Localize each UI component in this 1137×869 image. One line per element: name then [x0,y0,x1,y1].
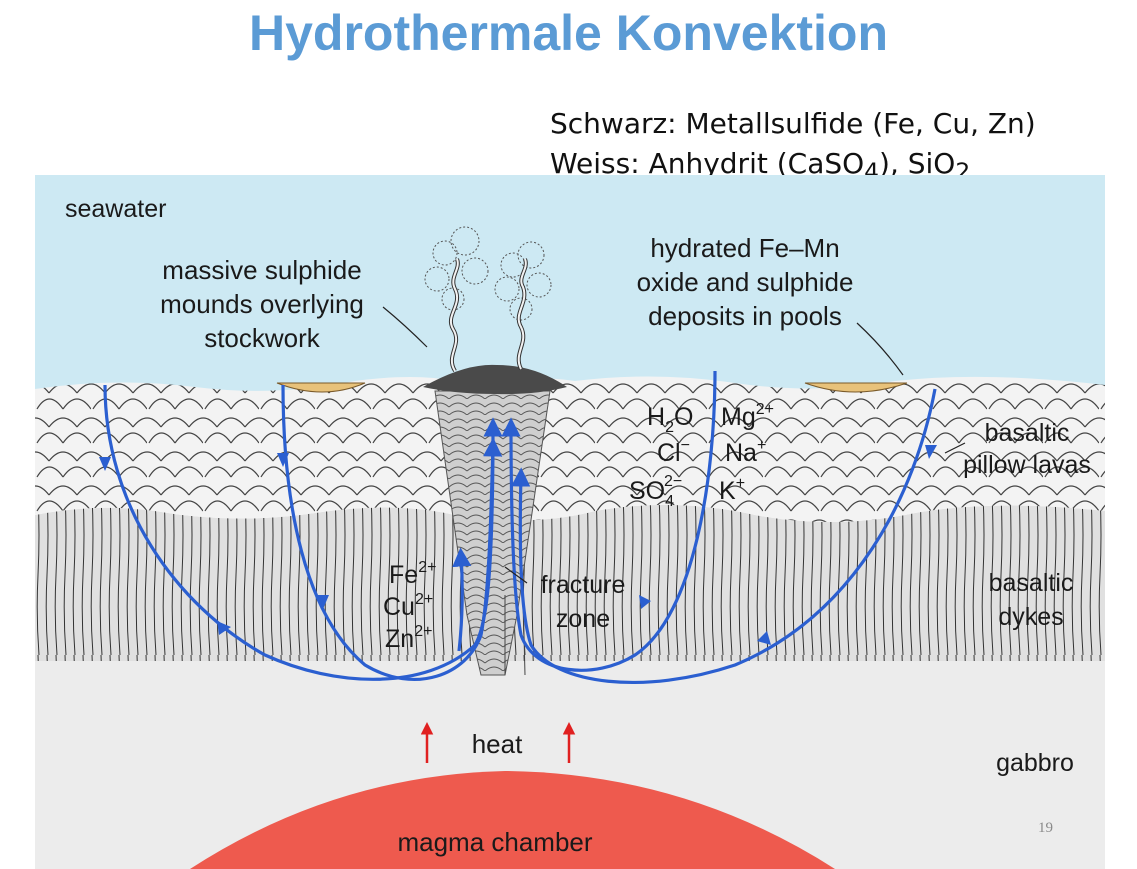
svg-text:Na+: Na+ [725,437,766,467]
svg-text:oxide and sulphide: oxide and sulphide [637,267,854,297]
legend-white-prefix: Weiss: [550,147,649,180]
legend-white-line: Weiss: Anhydrit (CaSO4), SiO2 [550,144,1120,192]
svg-text:hydrated Fe–Mn: hydrated Fe–Mn [650,233,839,263]
pillow-lavas-label: basaltic pillow lavas [963,419,1091,479]
legend-black-prefix: Schwarz: [550,107,686,140]
svg-text:basaltic: basaltic [985,419,1070,447]
deposit-pool-right [804,382,908,393]
legend-black-text: Metallsulfide (Fe, Cu, Zn) [685,107,1036,140]
svg-text:mounds overlying: mounds overlying [160,289,364,319]
seawater-ions-label: H2O Mg2+ Cl− Na+ SO42− K+ [629,401,774,510]
svg-text:stockwork: stockwork [204,323,321,353]
fracture-zone-label: fracture zone [541,571,626,633]
page-number: 19 [1038,820,1053,836]
svg-text:pillow lavas: pillow lavas [963,451,1091,479]
sulphide-mound [423,364,567,395]
seawater-label: seawater [65,195,166,223]
smoker-plumes [424,226,552,321]
magma-chamber [190,771,835,869]
svg-text:basaltic: basaltic [989,569,1074,597]
slide-title: Hydrothermale Konvektion [248,5,888,61]
svg-text:Fe2+: Fe2+ [389,559,436,589]
deposit-pool-left [276,382,366,393]
heat-arrows [420,722,576,763]
dykes-label: basaltic dykes [989,569,1074,631]
svg-text:K+: K+ [719,475,745,505]
metal-ions-label: Fe2+ Cu2+ Zn2+ [383,559,436,653]
sulphide-mounds-label: massive sulphide mounds overlying stockw… [160,255,364,353]
svg-text:Zn2+: Zn2+ [385,623,432,653]
svg-text:H2O: H2O [647,403,693,436]
fe-mn-deposits-label: hydrated Fe–Mn oxide and sulphide deposi… [637,233,854,331]
svg-text:SO42−: SO42− [629,473,682,510]
convection-flow-arrows [103,370,937,685]
legend-white-text-a: Anhydrit (CaSO [648,147,865,180]
svg-text:deposits in pools: deposits in pools [648,301,842,331]
svg-text:dykes: dykes [998,603,1063,631]
svg-text:Cu2+: Cu2+ [383,591,433,621]
seawater-layer [35,175,1105,415]
svg-text:massive sulphide: massive sulphide [162,255,361,285]
heat-label: heat [472,729,523,759]
legend-white-text-b: ), SiO [879,147,956,180]
svg-text:zone: zone [556,605,610,633]
svg-text:Cl−: Cl− [657,437,690,467]
convection-diagram: seawater massive sulphide mounds overlyi… [35,175,1105,869]
gabbro-label: gabbro [996,749,1074,777]
legend-black-line: Schwarz: Metallsulfide (Fe, Cu, Zn) [550,104,1120,144]
magma-chamber-label: magma chamber [397,827,592,857]
svg-text:Mg2+: Mg2+ [721,401,774,431]
svg-text:fracture: fracture [541,571,626,599]
pillow-lavas-layer [35,376,1105,523]
